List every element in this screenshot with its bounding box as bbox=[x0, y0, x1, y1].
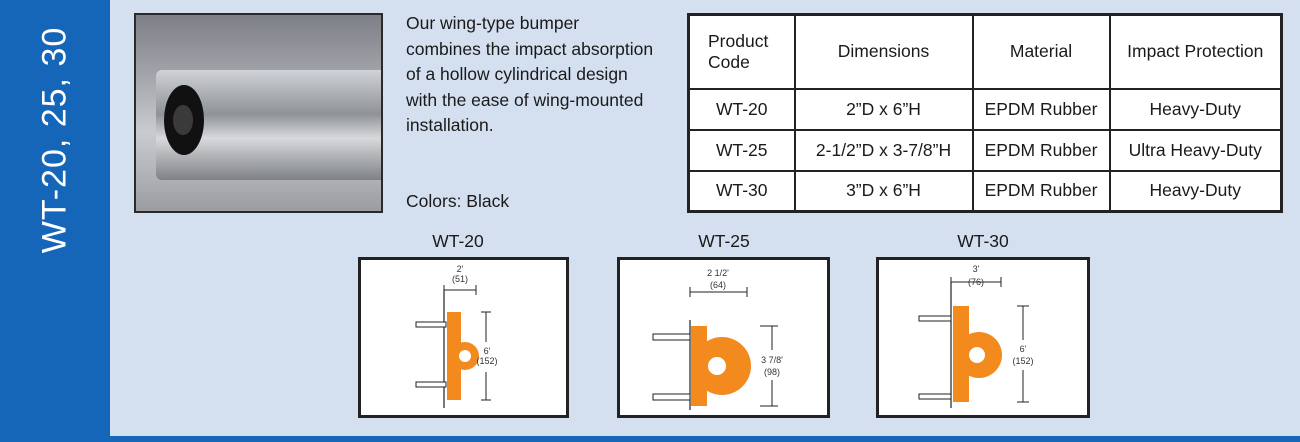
cell-material: EPDM Rubber bbox=[971, 87, 1111, 131]
wt20-height-metric: (152) bbox=[476, 356, 497, 366]
colors-text: Colors: Black bbox=[406, 191, 510, 211]
wt30-height-metric: (152) bbox=[1012, 356, 1033, 366]
wt30-width-metric: (76) bbox=[968, 277, 984, 287]
table-row: WT-20 2”D x 6”H EPDM Rubber Heavy-Duty bbox=[687, 87, 1283, 131]
wt20-width-metric: (51) bbox=[452, 274, 468, 284]
header-product-code: Product Code bbox=[687, 13, 796, 90]
header-product-line1: Product bbox=[708, 30, 769, 51]
table-header-row: Product Code Dimensions Material Impact … bbox=[687, 13, 1283, 90]
bumper-diagram-icon: 3' (76) 6' (152) bbox=[918, 264, 1034, 408]
cell-code: WT-20 bbox=[687, 87, 796, 131]
side-tab: WT-20, 25, 30 bbox=[0, 0, 110, 442]
diagram-wt30: 3' (76) 6' (152) bbox=[876, 257, 1090, 418]
cell-protection: Heavy-Duty bbox=[1108, 87, 1283, 131]
wt25-height-dim: 3 7/8' bbox=[761, 355, 783, 365]
header-dimensions: Dimensions bbox=[793, 13, 974, 90]
cell-protection: Heavy-Duty bbox=[1108, 169, 1283, 213]
wt20-width-dim: 2' bbox=[457, 264, 464, 274]
diagram-wt25: 2 1/2' (64) 3 7/8' (98) bbox=[617, 257, 830, 418]
description-line: with the ease of wing-mounted bbox=[406, 89, 644, 110]
diagram-label-wt25: WT-25 bbox=[698, 231, 750, 251]
wt25-height-metric: (98) bbox=[764, 367, 780, 377]
diagram-label-wt30: WT-30 bbox=[957, 231, 1009, 251]
description: Our wing-type bumper combines the impact… bbox=[406, 11, 676, 139]
table-row: WT-25 2-1/2”D x 3-7/8”H EPDM Rubber Ultr… bbox=[687, 128, 1283, 172]
cell-protection: Ultra Heavy-Duty bbox=[1108, 128, 1283, 172]
specs-table: Product Code Dimensions Material Impact … bbox=[687, 13, 1283, 213]
description-line: installation. bbox=[406, 115, 494, 135]
photo-tube-hole bbox=[173, 105, 193, 135]
bottom-bar bbox=[110, 436, 1300, 442]
wt30-height-dim: 6' bbox=[1020, 344, 1027, 354]
header-product-line2: Code bbox=[708, 51, 750, 72]
cell-material: EPDM Rubber bbox=[971, 128, 1111, 172]
cell-dimensions: 2-1/2”D x 3-7/8”H bbox=[793, 128, 974, 172]
bumper-photo bbox=[134, 13, 383, 213]
description-line: of a hollow cylindrical design bbox=[406, 64, 628, 84]
bumper-diagram-icon: 2' (51) 6' (152) bbox=[415, 264, 498, 408]
wt30-width-dim: 3' bbox=[973, 264, 980, 274]
wt25-width-metric: (64) bbox=[710, 280, 726, 290]
diagram-wt20: 2' (51) 6' (152) bbox=[358, 257, 569, 418]
header-impact-protection: Impact Protection bbox=[1108, 13, 1283, 90]
cell-dimensions: 2”D x 6”H bbox=[793, 87, 974, 131]
diagram-label-wt20: WT-20 bbox=[432, 231, 484, 251]
table-row: WT-30 3”D x 6”H EPDM Rubber Heavy-Duty bbox=[687, 169, 1283, 213]
wt25-width-dim: 2 1/2' bbox=[707, 268, 729, 278]
cell-dimensions: 3”D x 6”H bbox=[793, 169, 974, 213]
bumper-diagram-icon: 2 1/2' (64) 3 7/8' (98) bbox=[652, 268, 783, 410]
header-material: Material bbox=[971, 13, 1111, 90]
cell-material: EPDM Rubber bbox=[971, 169, 1111, 213]
cell-code: WT-30 bbox=[687, 169, 796, 213]
side-title: WT-20, 25, 30 bbox=[35, 26, 74, 254]
wt20-height-dim: 6' bbox=[484, 346, 491, 356]
description-line: Our wing-type bumper bbox=[406, 13, 580, 33]
description-line: combines the impact absorption bbox=[406, 38, 654, 59]
cell-code: WT-25 bbox=[687, 128, 796, 172]
